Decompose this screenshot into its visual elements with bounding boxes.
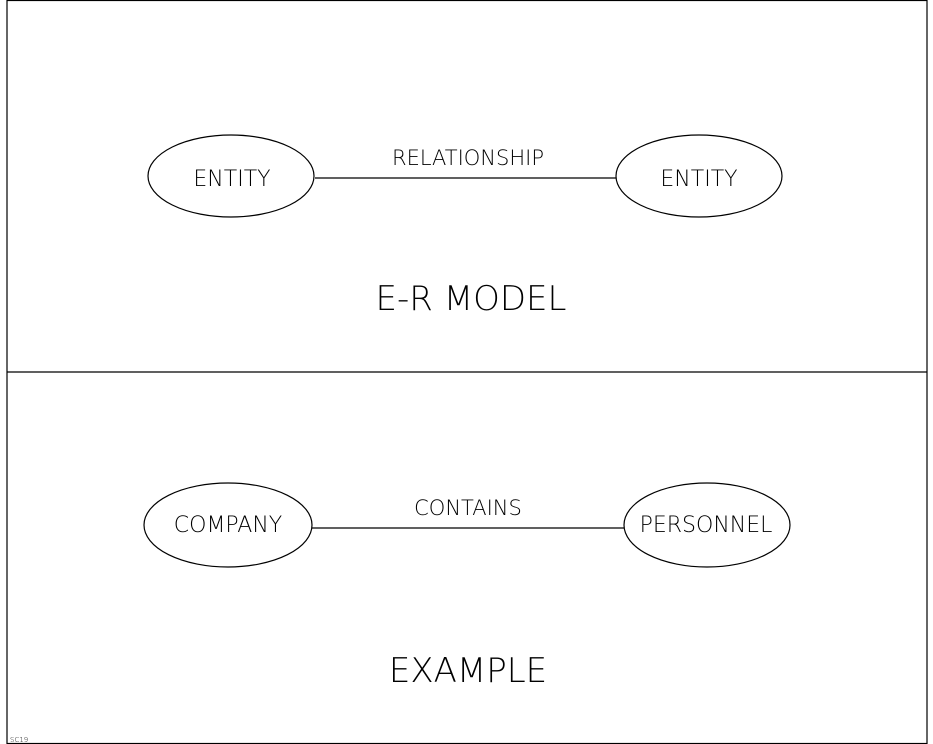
top-panel-caption: E-R MODEL	[376, 279, 567, 319]
bottom-right-entity-ellipse	[623, 482, 791, 568]
top-panel: ENTITY ENTITY RELATIONSHIP E-R MODEL	[147, 134, 783, 319]
bottom-panel: COMPANY PERSONNEL CONTAINS EXAMPLE	[143, 482, 791, 691]
top-relationship-label: RELATIONSHIP	[392, 146, 544, 170]
bottom-relationship-label: CONTAINS	[414, 496, 522, 520]
top-right-entity-ellipse	[615, 134, 783, 218]
top-left-entity-label: ENTITY	[193, 167, 270, 192]
bottom-left-entity-label: COMPANY	[174, 513, 282, 538]
bottom-right-entity-label: PERSONNEL	[640, 513, 773, 538]
figure-code: SC19	[10, 736, 28, 744]
bottom-left-entity-ellipse	[143, 482, 313, 568]
top-left-entity-ellipse	[147, 134, 315, 218]
top-right-entity-label: ENTITY	[660, 167, 737, 192]
bottom-panel-caption: EXAMPLE	[389, 651, 547, 691]
